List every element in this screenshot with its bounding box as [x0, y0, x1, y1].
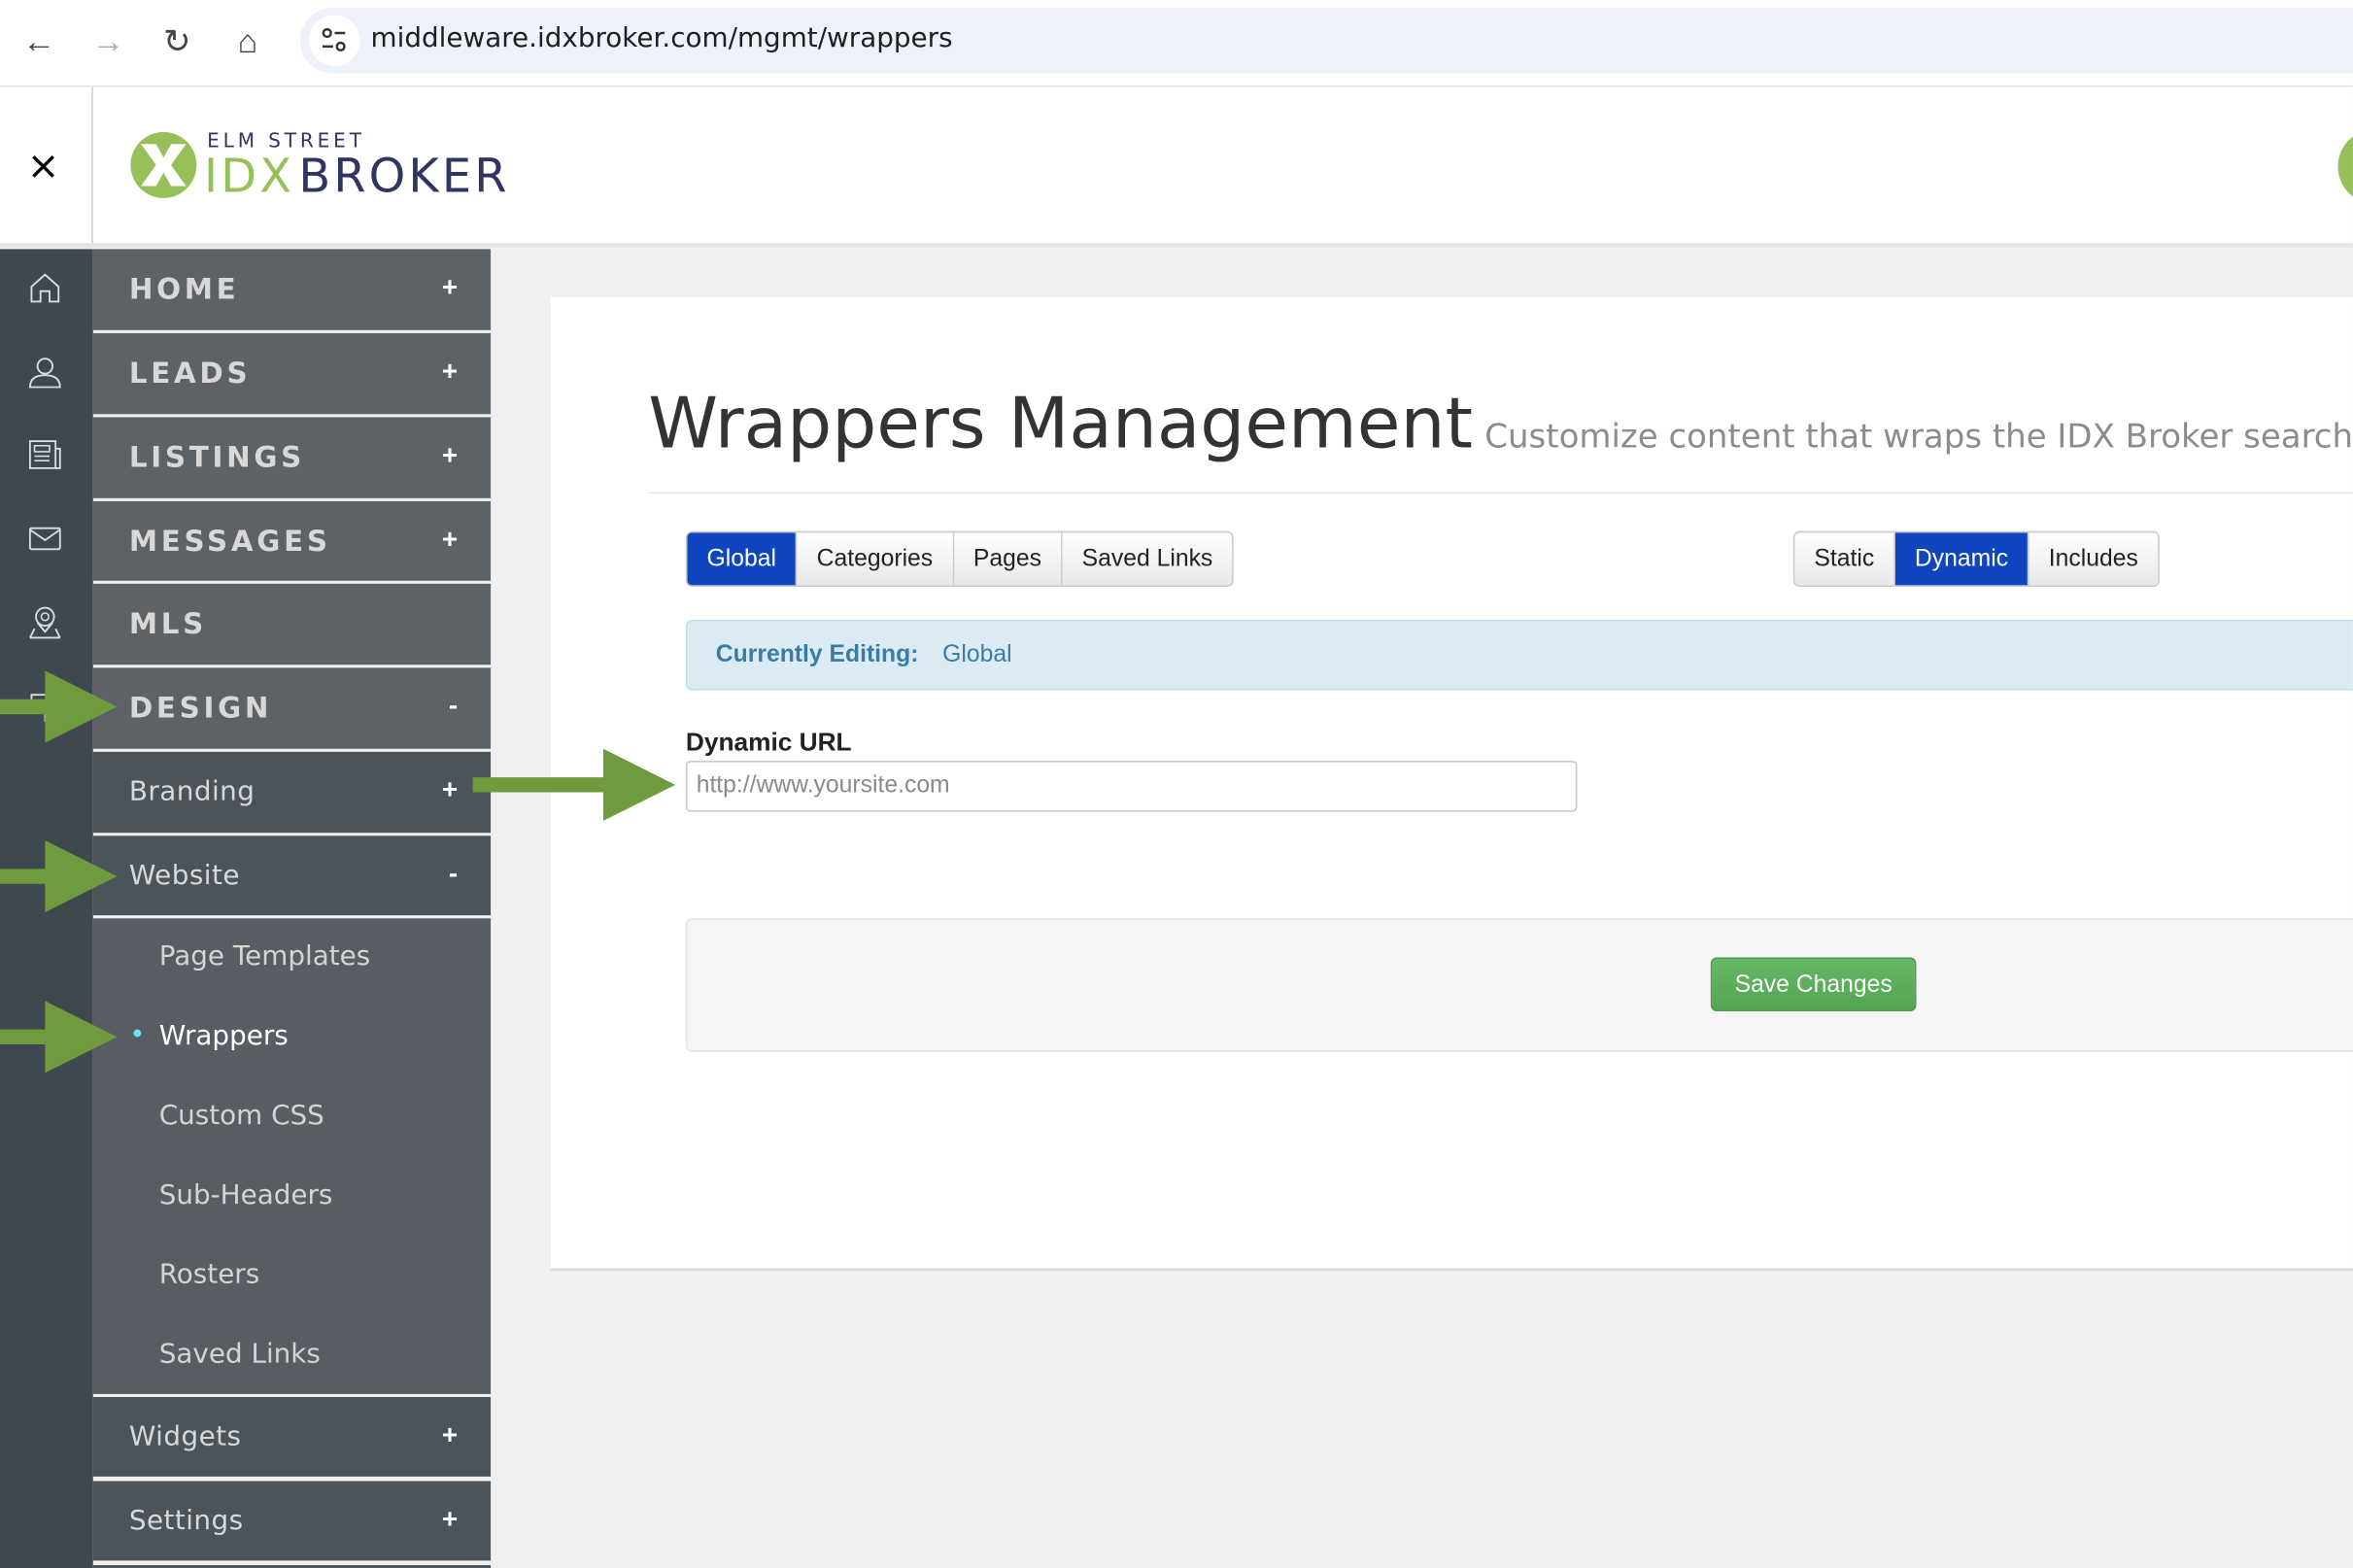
map-pin-icon[interactable] [27, 603, 63, 639]
tab-pages[interactable]: Pages [953, 532, 1063, 586]
type-tabs: Static Dynamic Includes [1792, 530, 2160, 587]
collapse-icon[interactable]: - [448, 858, 459, 889]
address-bar[interactable] [299, 7, 2353, 74]
sidebar-item-sub-headers[interactable]: Sub-Headers [158, 1179, 333, 1211]
tab-static[interactable]: Static [1794, 532, 1895, 586]
sidebar-item-website[interactable]: Website - [92, 835, 492, 916]
sidebar-item-wrappers[interactable]: Wrappers [158, 1020, 289, 1052]
annotation-arrow-icon [472, 748, 676, 821]
divider [91, 86, 93, 244]
alert-value: Global [942, 642, 1012, 668]
sidebar-item-label: HOME [128, 273, 240, 307]
back-icon[interactable]: ← [22, 22, 56, 60]
svg-text:ELM STREET: ELM STREET [207, 128, 365, 152]
sidebar-item-label: LISTINGS [128, 441, 305, 475]
scope-tabs: Global Categories Pages Saved Links [685, 530, 1234, 587]
annotation-arrow-icon [0, 1001, 118, 1074]
sidebar-item-label: MESSAGES [128, 525, 331, 559]
mail-icon[interactable] [27, 521, 63, 557]
expand-icon[interactable]: + [441, 439, 459, 470]
tab-includes[interactable]: Includes [2029, 532, 2158, 586]
page-title-text: Wrappers Management [648, 382, 1473, 465]
svg-text:IDX: IDX [204, 151, 294, 204]
tab-dynamic[interactable]: Dynamic [1894, 532, 2029, 586]
browser-toolbar: ← → ↻ ⌂ middleware.idxbroker.com/mgmt/wr… [0, 0, 2353, 87]
expand-icon[interactable]: + [441, 271, 459, 302]
sidebar-item-saved-links[interactable]: Saved Links [158, 1338, 321, 1371]
dynamic-url-input[interactable] [685, 761, 1578, 812]
dynamic-url-label: Dynamic URL [685, 728, 852, 757]
active-indicator [133, 1029, 142, 1038]
home-icon[interactable]: ⌂ [237, 22, 258, 60]
form-actions [685, 918, 2353, 1052]
currently-editing-alert: Currently Editing: Global [685, 619, 2353, 691]
expand-icon[interactable]: + [441, 1503, 459, 1534]
listings-icon[interactable] [27, 436, 63, 472]
logo: ELM STREET IDX BROKER [130, 128, 509, 204]
page-subtitle: Customize content that wraps the IDX Bro… [1484, 418, 2353, 457]
user-icon[interactable] [27, 355, 63, 391]
sidebar-item-rosters[interactable]: Rosters [158, 1258, 260, 1291]
sidebar-item-label: Settings [128, 1505, 244, 1537]
sidebar-item-label: Widgets [128, 1420, 242, 1453]
sidebar-item-label: Branding [128, 775, 256, 807]
sidebar-item-label: DESIGN [128, 692, 273, 726]
sidebar-item-label: Website [128, 860, 240, 892]
website-submenu: Page Templates Wrappers Custom CSS Sub-H… [92, 918, 492, 1394]
close-icon[interactable]: × [26, 144, 60, 189]
expand-icon[interactable]: + [441, 774, 459, 804]
sidebar-item-settings[interactable]: Settings + [92, 1481, 492, 1561]
forward-icon[interactable]: → [91, 22, 125, 60]
annotation-arrow-icon [0, 839, 118, 913]
tab-categories[interactable]: Categories [797, 532, 954, 586]
sidebar-item-design[interactable]: DESIGN - [92, 667, 492, 749]
page-title: Wrappers Management Customize content tha… [648, 383, 2353, 465]
sidebar-item-custom-css[interactable]: Custom CSS [158, 1100, 324, 1132]
sidebar-item-leads[interactable]: LEADS + [92, 332, 492, 415]
expand-icon[interactable]: + [441, 1419, 459, 1450]
sidebar-item-label: LEADS [128, 357, 252, 391]
avatar[interactable] [2337, 128, 2353, 205]
svg-text:BROKER: BROKER [298, 151, 509, 204]
reload-icon[interactable]: ↻ [163, 22, 191, 60]
sidebar-item-mls[interactable]: MLS [92, 583, 492, 665]
expand-icon[interactable]: + [441, 356, 459, 386]
tab-saved-links[interactable]: Saved Links [1062, 532, 1233, 586]
save-changes-button[interactable]: Save Changes [1710, 957, 1917, 1012]
sidebar-item-home[interactable]: HOME + [92, 249, 492, 330]
tab-global[interactable]: Global [687, 532, 798, 586]
annotation-arrow-icon [0, 670, 118, 743]
app-header: × ELM STREET IDX BROKER [0, 86, 2353, 248]
sidebar-item-messages[interactable]: MESSAGES + [92, 500, 492, 581]
sidebar-item-more[interactable] [92, 1565, 492, 1568]
sidebar-item-branding[interactable]: Branding + [92, 751, 492, 834]
site-info-icon[interactable] [309, 15, 360, 66]
sidebar-item-widgets[interactable]: Widgets + [92, 1397, 492, 1477]
home-icon[interactable] [27, 270, 63, 306]
collapse-icon[interactable]: - [448, 690, 459, 721]
sidebar-item-label: MLS [128, 607, 208, 641]
sidebar-item-page-templates[interactable]: Page Templates [158, 940, 371, 972]
divider [648, 492, 2353, 494]
alert-label: Currently Editing: [715, 642, 919, 668]
expand-icon[interactable]: + [441, 524, 459, 554]
sidebar-item-listings[interactable]: LISTINGS + [92, 417, 492, 498]
url-text[interactable]: middleware.idxbroker.com/mgmt/wrappers [370, 22, 953, 54]
